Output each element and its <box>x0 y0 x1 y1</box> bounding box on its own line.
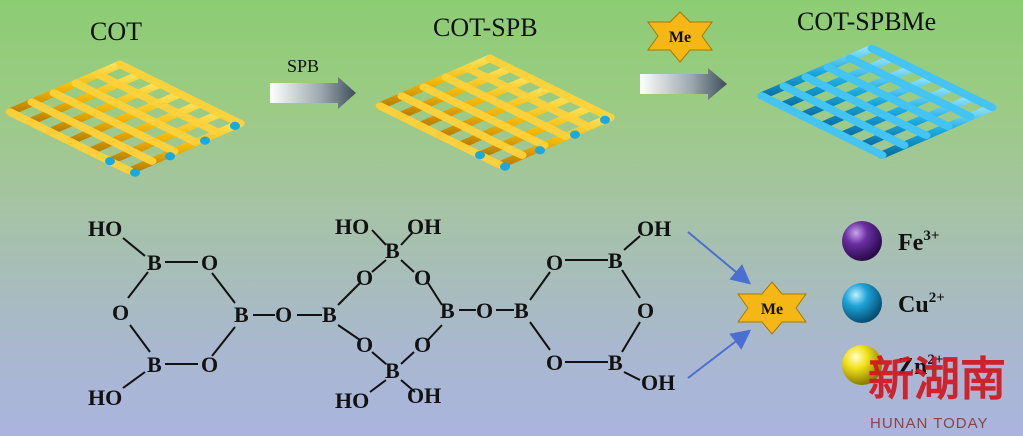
ion-legend: Fe3+ Cu2+ Zn2+ <box>842 221 945 385</box>
fe-ion-label: Fe3+ <box>898 228 939 256</box>
atom-o: O <box>201 250 218 275</box>
watermark-english: HUNAN TODAY <box>870 415 989 432</box>
boronic-structure <box>122 229 641 393</box>
atom-b: B <box>514 298 529 323</box>
zn-ion-ball <box>842 345 882 385</box>
label-ho-4: HO <box>335 388 369 413</box>
atom-o: O <box>112 300 129 325</box>
cu-ion-ball <box>842 283 882 323</box>
atom-o: O <box>414 332 431 357</box>
label-oh-2: OH <box>407 383 441 408</box>
atom-o: O <box>546 250 563 275</box>
me-star-center: Me <box>737 281 807 335</box>
atom-o: O <box>275 302 292 327</box>
hunan-today-watermark: 新湖南 HUNAN TODAY <box>868 352 1006 432</box>
atom-b: B <box>385 238 400 263</box>
label-ho-3: HO <box>335 214 369 239</box>
label-ho-1: HO <box>88 216 122 241</box>
atom-b: B <box>608 350 623 375</box>
watermark-chinese: 新湖南 <box>868 352 1006 406</box>
cot-spb-label: COT-SPB <box>433 13 538 42</box>
cot-spb-fabric <box>380 58 610 171</box>
atom-b: B <box>385 358 400 383</box>
label-oh-3: OH <box>637 216 671 241</box>
me-star-center-label: Me <box>761 301 783 318</box>
atom-o: O <box>546 350 563 375</box>
atom-o: O <box>414 265 431 290</box>
label-oh-1: OH <box>407 214 441 239</box>
me-star-top-label: Me <box>669 29 691 46</box>
spb-arrow-label: SPB <box>287 56 319 76</box>
zn-ion-label: Zn2+ <box>898 352 943 380</box>
atom-b: B <box>608 248 623 273</box>
atom-labels: HO B O O B O B B O HO HO OH B O O B O O … <box>88 214 675 413</box>
atom-b: B <box>322 302 337 327</box>
cot-fabric <box>10 64 240 177</box>
me-arrow <box>640 68 727 100</box>
coordination-arrow-top <box>687 231 752 285</box>
atom-b: B <box>234 302 249 327</box>
cu-ion-label: Cu2+ <box>898 290 945 318</box>
spb-arrow <box>270 77 356 109</box>
atom-o: O <box>201 352 218 377</box>
label-ho-2: HO <box>88 385 122 410</box>
me-star-top: Me <box>647 11 713 63</box>
atom-o: O <box>637 298 654 323</box>
atom-b: B <box>147 250 162 275</box>
atom-o: O <box>476 298 493 323</box>
cot-label: COT <box>90 17 142 46</box>
atom-b: B <box>440 298 455 323</box>
cot-spbme-label: COT-SPBMe <box>797 7 936 36</box>
coordination-arrow-bottom <box>687 329 752 379</box>
atom-o: O <box>356 265 373 290</box>
atom-o: O <box>356 332 373 357</box>
cot-spbme-fabric <box>762 48 992 155</box>
atom-b: B <box>147 352 162 377</box>
label-oh-4: OH <box>641 370 675 395</box>
fe-ion-ball <box>842 221 882 261</box>
